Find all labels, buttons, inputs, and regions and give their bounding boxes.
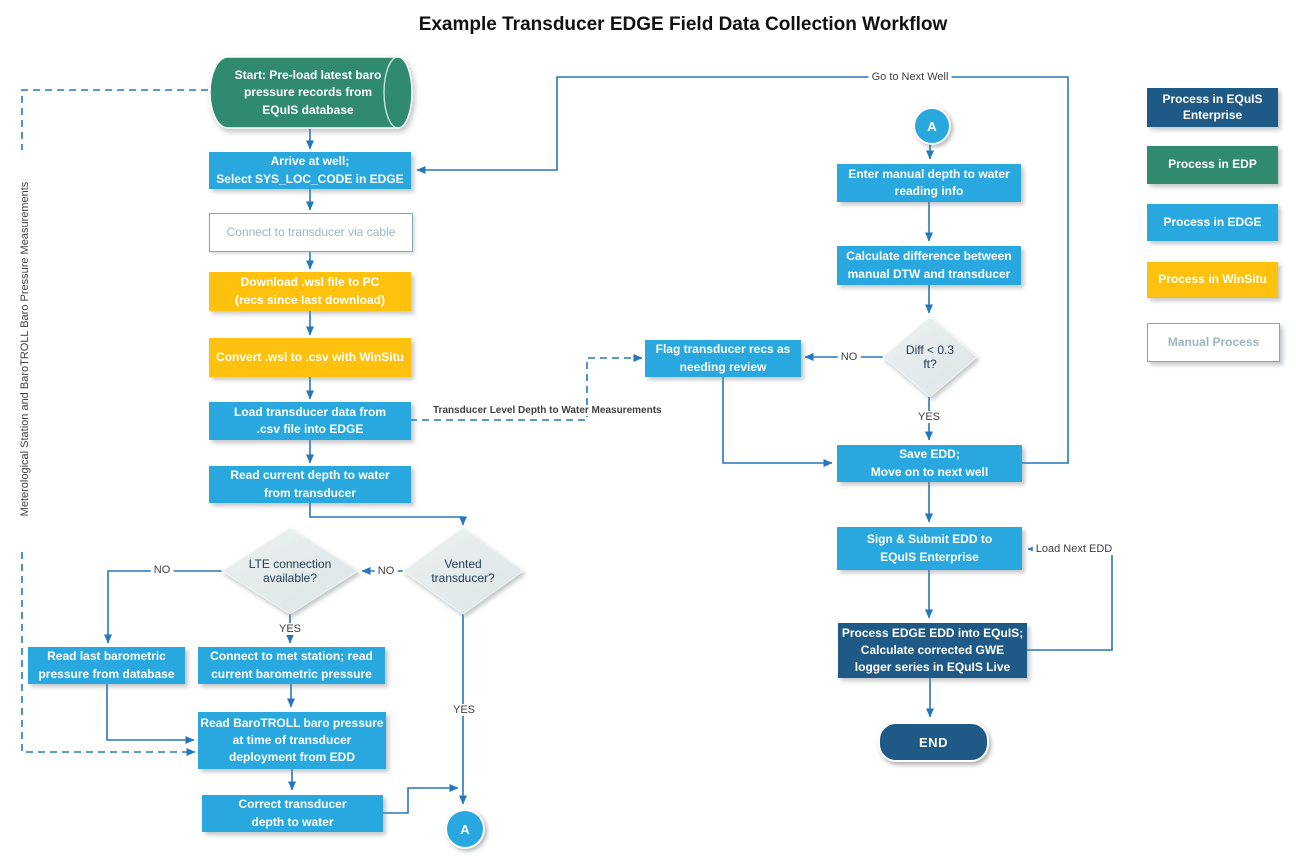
edge-readlast-barotroll <box>106 684 195 744</box>
calculate-difference-step: Calculate difference between manual DTW … <box>837 246 1021 285</box>
left-note-baro-measurements: Meterological Station and BaroTROLL Baro… <box>18 150 32 548</box>
edge-lte-no-readlast <box>104 570 222 644</box>
legend-item-enterprise: Process in EQuIS Enterprise <box>1147 88 1278 127</box>
download-wsl-step: Download .wsl file to PC (recs since las… <box>209 272 411 311</box>
solid-edges <box>104 76 1113 814</box>
convert-wsl-step: Convert .wsl to .csv with WinSitu <box>209 338 411 377</box>
connect-met-station-step: Connect to met station; read current bar… <box>198 647 385 684</box>
diff-decision-shape <box>882 316 978 398</box>
legend-item-manual: Manual Process <box>1147 323 1280 362</box>
edge-correct-join <box>383 784 459 814</box>
no-label-lte: NO <box>150 564 174 576</box>
yes-label-vented: YES <box>449 704 479 716</box>
load-next-edd-label: Load Next EDD <box>1032 543 1116 555</box>
read-last-baro-step: Read last barometric pressure from datab… <box>28 647 185 684</box>
start-terminator: Start: Pre-load latest baro pressure rec… <box>234 67 382 117</box>
lte-connection-decision-shape <box>221 527 359 615</box>
load-transducer-data-step: Load transducer data from .csv file into… <box>209 402 411 440</box>
lte-connection-decision: LTE connection available? <box>248 557 332 585</box>
legend-item-edp: Process in EDP <box>1147 146 1278 184</box>
go-to-next-well-label: Go to Next Well <box>868 71 952 83</box>
edge-flag-saveedd <box>722 377 833 467</box>
yes-label-lte: YES <box>275 623 305 635</box>
read-barotroll-step: Read BaroTROLL baro pressure at time of … <box>198 712 386 769</box>
connector-a-bottom: A <box>445 809 485 849</box>
edge-readdepth-vented <box>309 503 467 526</box>
sign-submit-step: Sign & Submit EDD to EQuIS Enterprise <box>837 527 1022 570</box>
arrive-at-well-step: Arrive at well; Select SYS_LOC_CODE in E… <box>209 152 411 189</box>
process-edd-step: Process EDGE EDD into EQuIS; Calculate c… <box>838 623 1027 678</box>
connect-cable-step: Connect to transducer via cable <box>209 213 413 252</box>
yes-label-diff: YES <box>914 411 944 423</box>
flag-transducer-step: Flag transducer recs as needing review <box>645 340 801 377</box>
legend-item-winsitu: Process in WinSitu <box>1147 262 1278 298</box>
start-terminator-shape <box>209 56 413 129</box>
read-current-depth-step: Read current depth to water from transdu… <box>209 466 411 503</box>
no-label-vented: NO <box>374 565 398 577</box>
edge-loadnextedd <box>1027 545 1113 651</box>
vented-transducer-decision: Vented transducer? <box>431 557 495 585</box>
vented-transducer-decision-shape <box>402 527 524 615</box>
enter-manual-depth-step: Enter manual depth to water reading info <box>837 164 1021 202</box>
page-title: Example Transducer EDGE Field Data Colle… <box>418 14 948 35</box>
diff-decision: Diff < 0.3 ft? <box>905 343 955 371</box>
end-terminator: END <box>878 722 989 762</box>
legend-item-edge: Process in EDGE <box>1147 204 1278 241</box>
edge-transducer-level-dashed <box>410 354 643 421</box>
edge-saveedd-gonextwell-arrive <box>416 76 1069 464</box>
save-edd-step: Save EDD; Move on to next well <box>837 445 1022 482</box>
transducer-level-label: Transducer Level Depth to Water Measurem… <box>430 405 665 416</box>
correct-transducer-step: Correct transducer depth to water <box>202 795 383 832</box>
no-label-diff: NO <box>837 351 861 363</box>
connector-a-top: A <box>913 107 951 145</box>
